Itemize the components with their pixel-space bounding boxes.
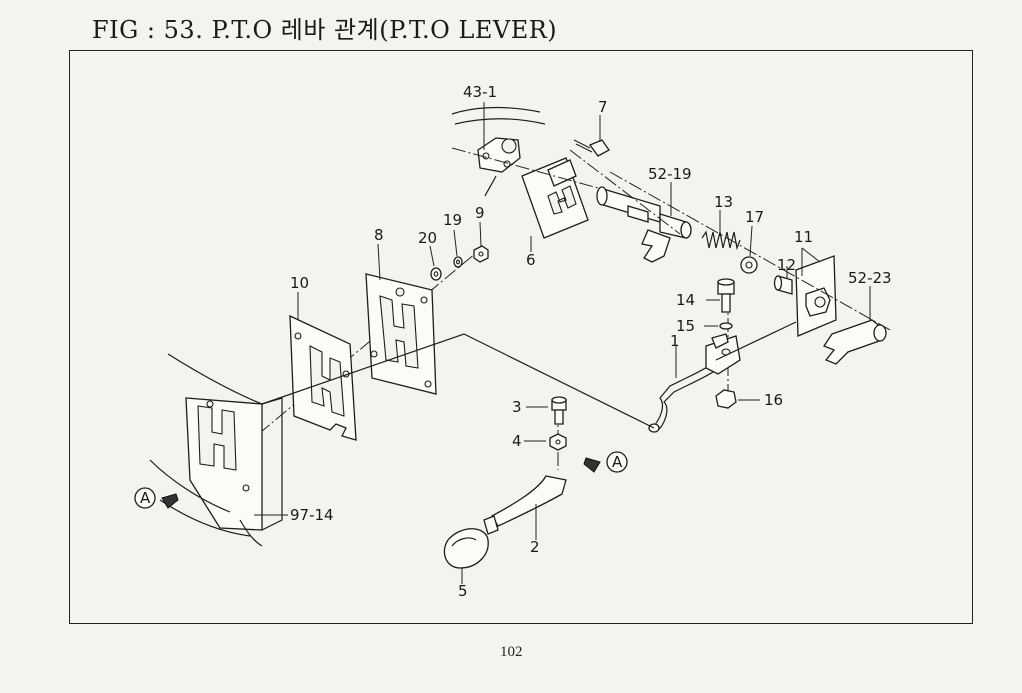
shaft-52-19-part [596,182,692,263]
callout-8: 8 [374,226,384,244]
callout-52-23: 52-23 [848,269,892,287]
callout-5: 5 [458,582,468,600]
lever-2-part [483,475,567,540]
washer-15-part [704,322,733,330]
callout-43-1: 43-1 [463,83,497,101]
callout-11: 11 [794,228,813,246]
callout-17: 17 [745,208,764,226]
callout-16: 16 [764,391,783,409]
washer-19-part [453,229,463,268]
lever-guide-plate-10 [289,292,357,441]
knob-5-part [443,528,489,584]
figure-title: FIG : 53. P.T.O 레바 관계(P.T.O LEVER) [92,16,558,44]
callout-2: 2 [530,538,540,556]
lever-guide-plate-8 [365,243,437,395]
callout-52-19: 52-19 [648,165,692,183]
callout-15: 15 [676,317,695,335]
view-a-marker-left [134,487,179,509]
callout-4: 4 [512,432,522,450]
transmission-case-part [451,102,546,197]
floor-step-panel [149,353,288,547]
callout-1: 1 [670,332,680,350]
collar-12-part [773,266,793,295]
washer-20-part [429,245,442,281]
callout-3: 3 [512,398,522,416]
callout-14: 14 [676,291,695,309]
callout-20: 20 [418,229,437,247]
spring-13-part [701,210,741,251]
callout-7: 7 [598,98,608,116]
bracket-11-part [795,247,837,337]
callout-9: 9 [475,204,485,222]
nut-4-part [524,433,567,451]
page-number: 102 [500,644,523,660]
callout-19: 19 [443,211,462,229]
fork-52-23-part [823,286,887,365]
callout-13: 13 [714,193,733,211]
callout-97-14: 97-14 [290,506,334,524]
view-a-label-left: A [140,489,151,507]
view-a-label-right: A [612,453,623,471]
view-a-marker-right [583,451,628,473]
nut-16-part [715,389,760,409]
bolt-7-part [573,115,610,157]
callout-6: 6 [526,251,536,269]
lever-guide-plate-6 [521,157,589,252]
callout-10: 10 [290,274,309,292]
callout-12: 12 [777,256,796,274]
lever-rod-1-part [648,333,741,433]
bolt-14-part [706,278,735,313]
bolt-3-part [526,396,567,425]
diagram-frame [69,50,973,624]
washer-17-part [740,225,758,274]
nut-9-part [473,221,489,263]
